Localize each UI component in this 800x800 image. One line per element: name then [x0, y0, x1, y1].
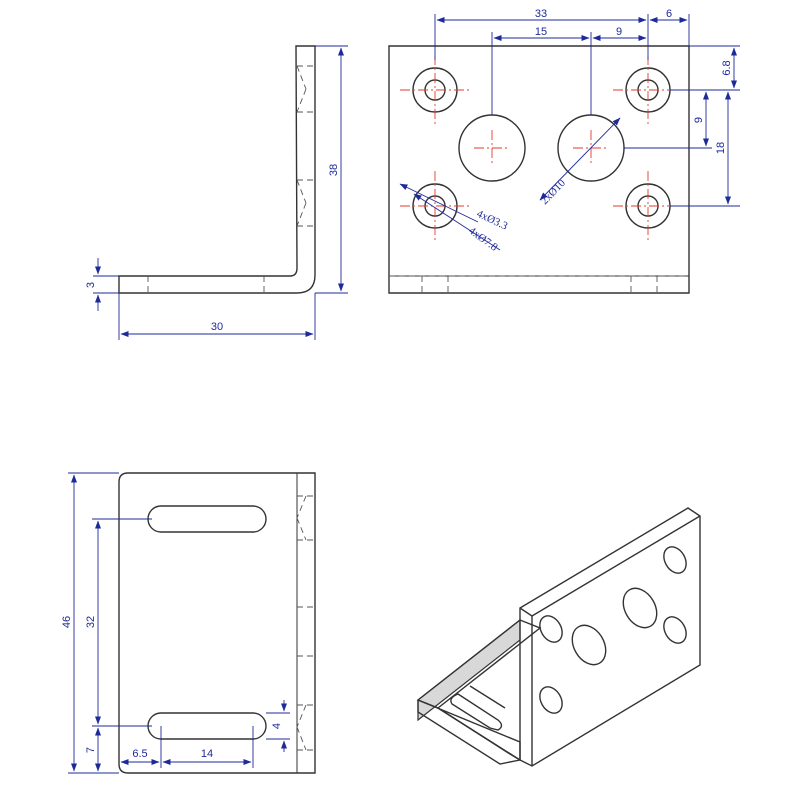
dim-hole-span-33: 33 [434, 8, 649, 60]
dim-top-offset-6-8: 6.8 [670, 45, 740, 91]
iso-holes [539, 546, 687, 714]
front-dim-vertical-small-text: 9 [693, 117, 705, 123]
dim-thickness-3: 3 [85, 258, 119, 311]
dim-height-38: 38 [315, 45, 348, 294]
top-view: 46 32 7 6.5 14 4 [61, 472, 316, 774]
dim-vertical-18: 18 [670, 91, 740, 207]
front-view-plate [388, 45, 690, 294]
top-dim-slot-start-text: 6.5 [132, 748, 147, 760]
note-large-holes: 2xØ10 [539, 117, 621, 207]
dim-slot-spacing-32: 32 [85, 518, 152, 727]
top-dim-slot-length-text: 14 [201, 748, 213, 760]
front-dim-large-spacing-text: 15 [535, 26, 547, 38]
top-dim-slot-width-text: 4 [271, 723, 283, 729]
side-dim-height-text: 38 [328, 164, 340, 176]
dim-large-hole-15-9: 15 9 [491, 26, 647, 115]
top-view-base [118, 472, 316, 774]
dim-slot-start-length: 6.5 14 [120, 726, 254, 768]
dim-slot-width-4: 4 [266, 700, 290, 752]
front-dim-edge-text: 6 [666, 8, 672, 20]
side-view-hidden-lines [147, 65, 315, 293]
front-view: 33 6 15 9 6.8 9 [388, 8, 740, 294]
side-view-profile [118, 45, 316, 294]
top-dim-width-text: 46 [61, 616, 73, 628]
dim-edge-offset-6: 6 [649, 8, 690, 46]
top-view-hidden-lines [296, 495, 315, 751]
side-view: 38 3 30 [85, 45, 348, 340]
front-dim-span-text: 33 [535, 8, 547, 20]
side-dim-thickness-text: 3 [85, 282, 97, 288]
l-bracket-isometric-icon [416, 507, 701, 767]
dim-width-46: 46 [61, 472, 119, 774]
dim-base-30: 30 [118, 293, 316, 340]
note-large-holes-text: 2xØ10 [539, 177, 569, 207]
note-counterbore-text: 4xØ7.8 [466, 225, 500, 254]
top-dim-slot-spacing-text: 32 [85, 616, 97, 628]
dim-vertical-9: 9 [624, 91, 712, 149]
top-dim-slot-offset-text: 7 [85, 747, 97, 753]
slot-top [147, 505, 267, 533]
front-hidden-lines [389, 275, 689, 293]
dim-slot-offset-7: 7 [85, 727, 101, 772]
side-dim-base-text: 30 [211, 321, 223, 333]
front-dim-large-to-small-text: 9 [616, 26, 622, 38]
slot-bottom [147, 712, 267, 740]
front-dim-top-offset-text: 6.8 [721, 60, 733, 75]
front-dim-vertical-large-text: 18 [715, 142, 727, 154]
